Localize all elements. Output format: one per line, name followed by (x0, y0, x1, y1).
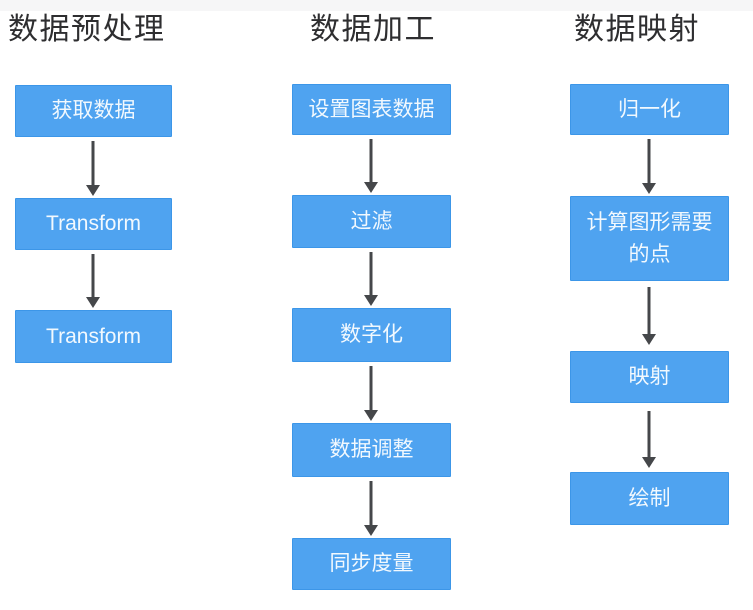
column-title-processing: 数据加工 (310, 13, 436, 46)
flow-node-sync-measure: 同步度量 (292, 538, 451, 590)
flow-node-transform-1: Transform (15, 198, 172, 250)
down-arrow-icon (86, 254, 100, 308)
column-title-preprocessing: 数据预处理 (8, 13, 166, 46)
down-arrow-icon (364, 366, 378, 421)
flow-node-get-data: 获取数据 (15, 85, 172, 137)
flow-node-transform-2: Transform (15, 310, 172, 363)
down-arrow-icon (364, 481, 378, 536)
column-title-mapping: 数据映射 (574, 13, 700, 46)
flow-node-adjust-data: 数据调整 (292, 423, 451, 477)
down-arrow-icon (642, 139, 656, 194)
flow-node-normalize: 归一化 (570, 84, 729, 135)
down-arrow-icon (642, 411, 656, 468)
down-arrow-icon (86, 141, 100, 196)
flow-node-filter: 过滤 (292, 195, 451, 248)
flow-node-draw: 绘制 (570, 472, 729, 525)
top-strip (0, 0, 753, 11)
flow-node-map: 映射 (570, 351, 729, 403)
down-arrow-icon (642, 287, 656, 345)
flow-node-compute-points: 计算图形需要的点 (570, 196, 729, 281)
flow-node-set-chart-data: 设置图表数据 (292, 84, 451, 135)
flow-node-digitize: 数字化 (292, 308, 451, 362)
down-arrow-icon (364, 139, 378, 193)
down-arrow-icon (364, 252, 378, 306)
